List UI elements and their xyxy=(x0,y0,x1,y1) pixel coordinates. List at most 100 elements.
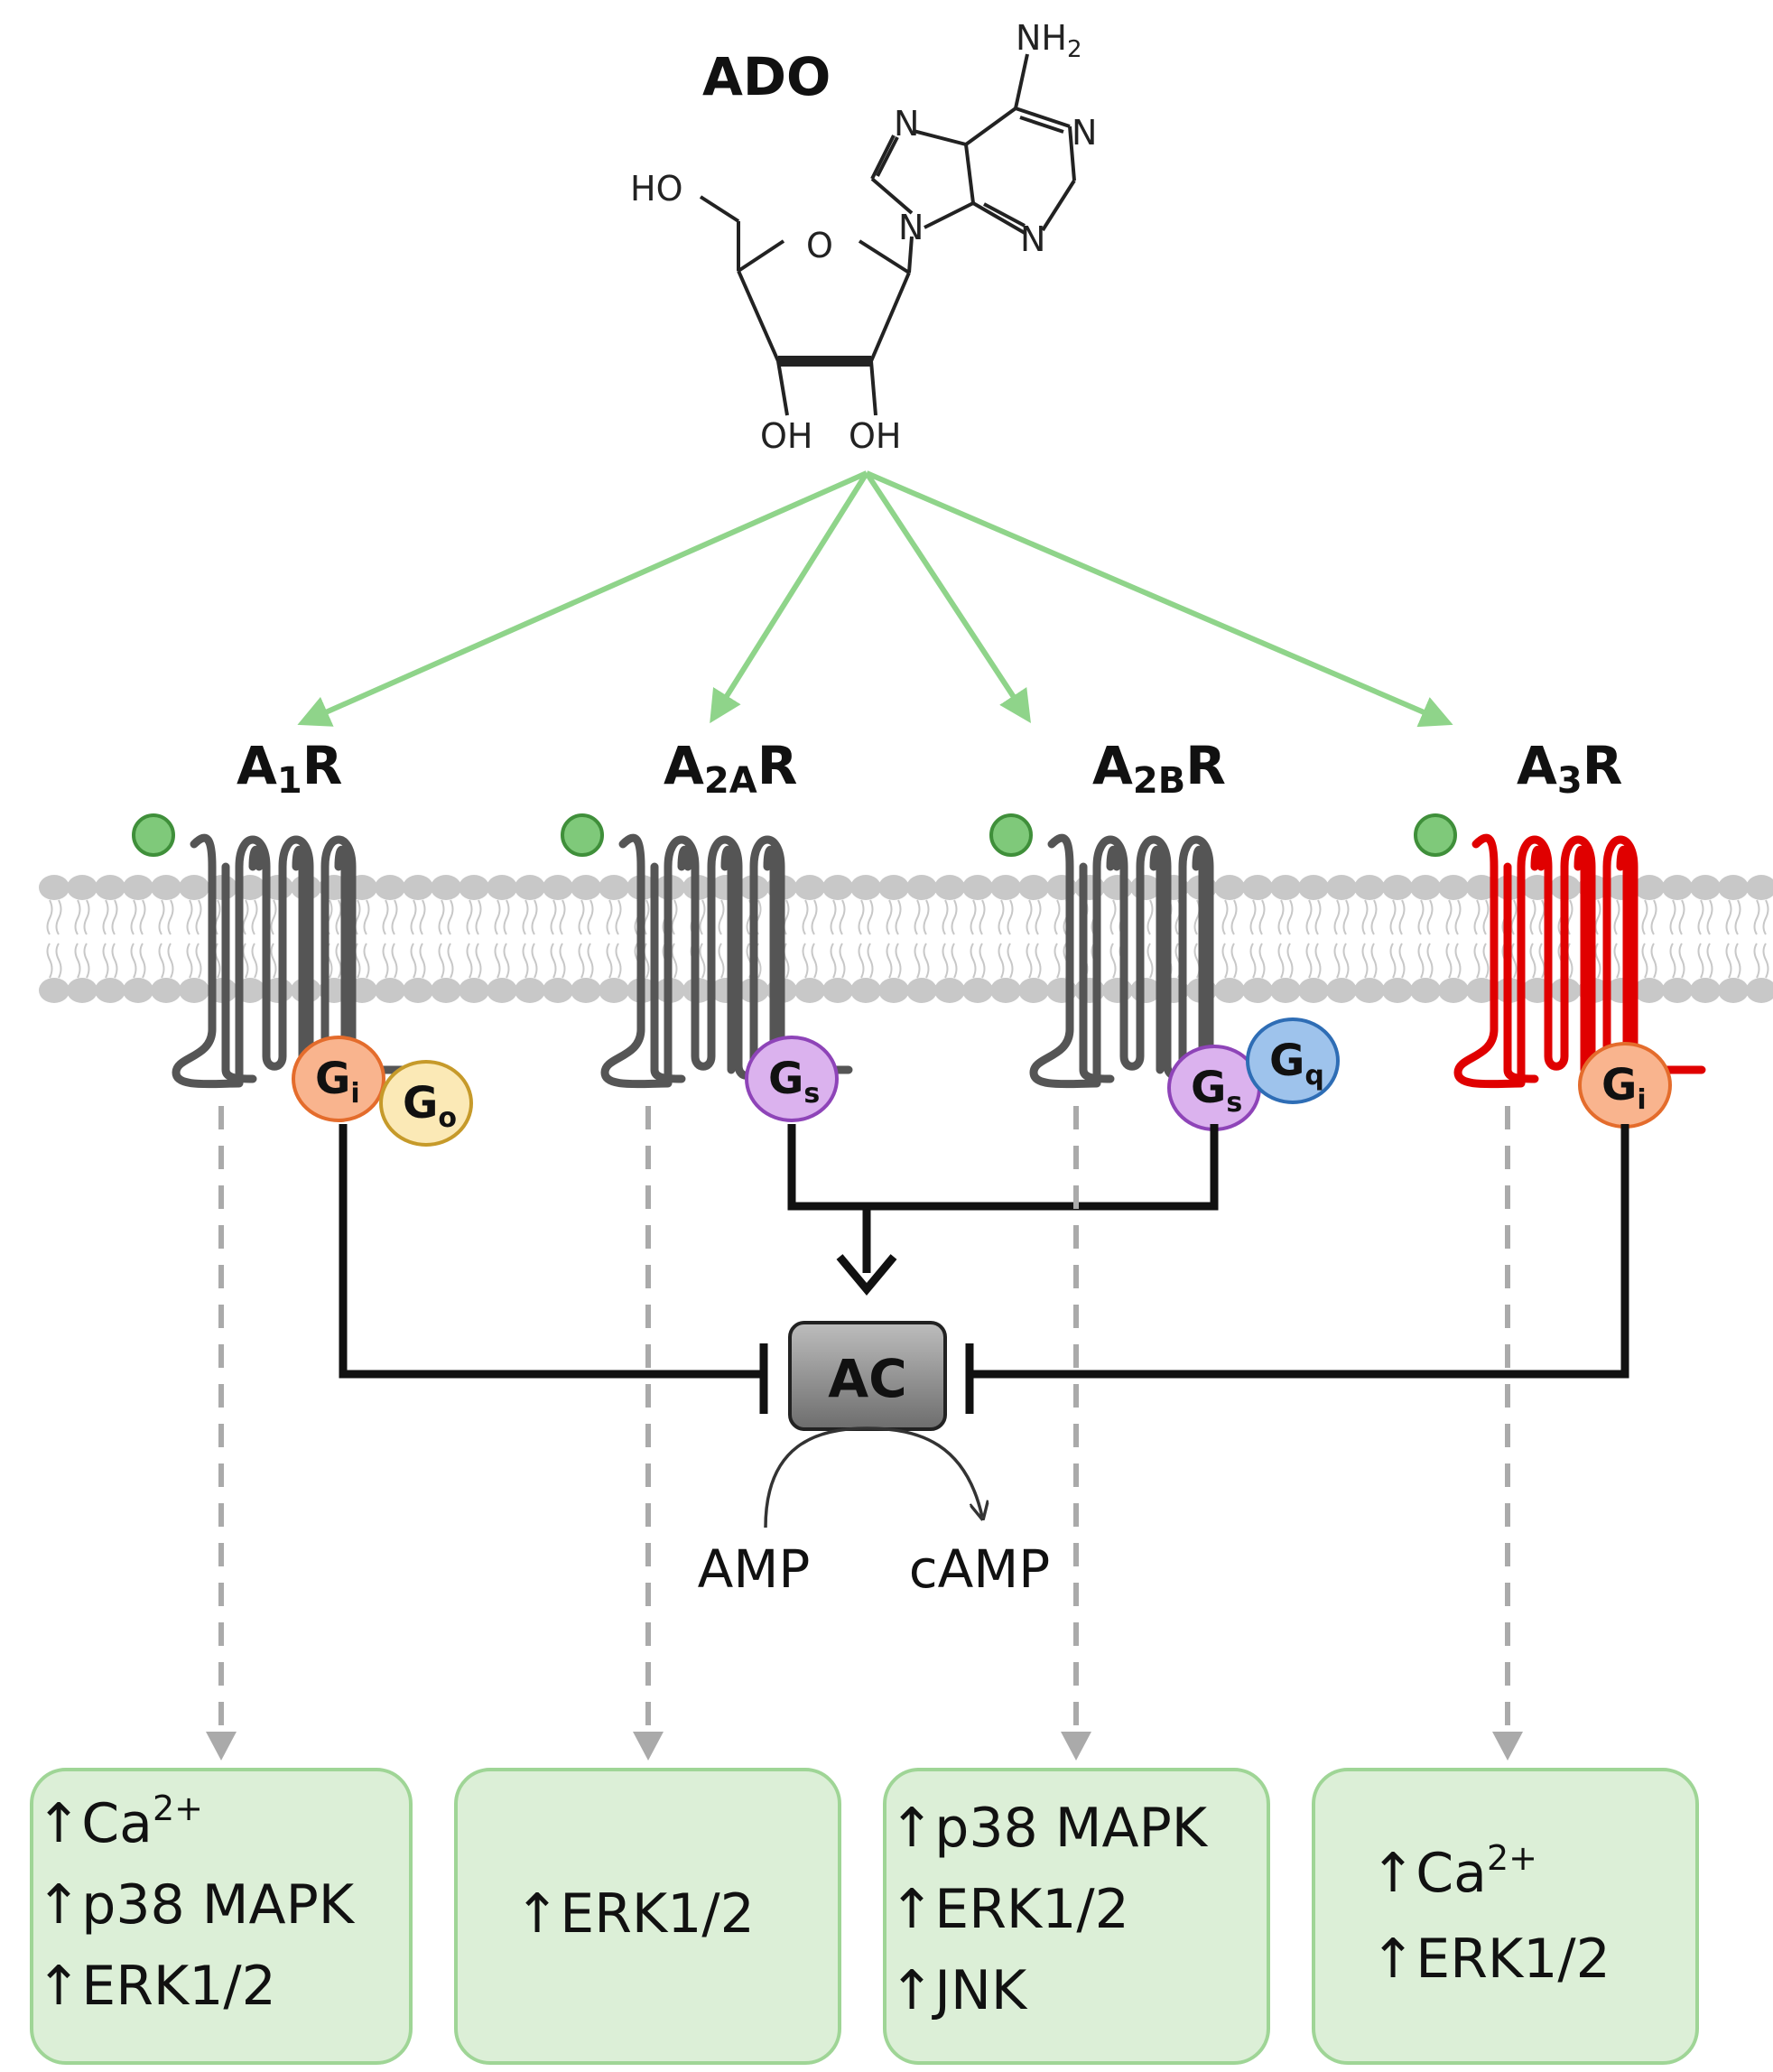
lipid-tail xyxy=(1473,943,1481,979)
lipid-tail xyxy=(335,899,342,935)
lipid-head xyxy=(990,875,1021,900)
lipid-tail xyxy=(531,943,538,979)
lipid-tail xyxy=(438,943,445,979)
lipid-head xyxy=(599,875,629,900)
lipid-head xyxy=(878,875,909,900)
lipid-tail xyxy=(111,943,118,979)
lipid-tail xyxy=(522,899,529,935)
lipid-head xyxy=(906,978,937,1003)
lipid-tail xyxy=(1026,899,1033,935)
lipid-tail xyxy=(447,899,454,935)
lipid-tail xyxy=(1221,899,1229,935)
lipid-head xyxy=(123,875,153,900)
lipid-tail xyxy=(74,899,81,935)
lipid-tail xyxy=(102,943,109,979)
lipid-head xyxy=(571,875,601,900)
lipid-head xyxy=(794,978,825,1003)
lipid-tail xyxy=(419,943,426,979)
lipid-tail xyxy=(858,943,865,979)
lipid-tail xyxy=(867,943,874,979)
lipid-tail xyxy=(1641,899,1648,935)
g-protein-shape xyxy=(379,1060,473,1147)
receptor-body xyxy=(600,833,853,1089)
lipid-tail xyxy=(718,943,725,979)
g-protein-shape xyxy=(745,1036,839,1122)
lipid-tail xyxy=(1249,899,1257,935)
lipid-head xyxy=(515,978,545,1003)
lipid-tail xyxy=(979,943,986,979)
outcome-box-shape xyxy=(30,1768,413,2065)
lipid-head xyxy=(1466,875,1497,900)
lipid-tail xyxy=(1305,943,1313,979)
lipid-tail xyxy=(1398,943,1406,979)
lipid-tail xyxy=(1146,899,1154,935)
lipid-tail xyxy=(1529,899,1536,935)
lipid-tail xyxy=(46,943,53,979)
lipid-head xyxy=(1718,978,1749,1003)
ac-label: AC xyxy=(828,1348,906,1409)
lipid-head xyxy=(1326,875,1357,900)
lipid-tail xyxy=(1678,899,1685,935)
g-protein-label: Gs xyxy=(768,1054,820,1110)
lipid-head xyxy=(1018,875,1049,900)
lipid-tail xyxy=(895,943,902,979)
lipid-tail xyxy=(1221,943,1229,979)
lipid-head xyxy=(1690,875,1721,900)
lipid-head xyxy=(1214,875,1245,900)
g-protein-Gs: Gs xyxy=(1167,1045,1261,1131)
lipid-tail xyxy=(102,899,109,935)
lipid-tail xyxy=(1333,943,1341,979)
lipid-head xyxy=(67,875,97,900)
lipid-head xyxy=(1242,978,1273,1003)
lipid-head xyxy=(1382,875,1413,900)
lipid-head xyxy=(39,978,70,1003)
lipid-head xyxy=(543,978,573,1003)
lipid-tail xyxy=(195,899,202,935)
lipid-head xyxy=(1102,978,1133,1003)
lipid-head xyxy=(850,978,881,1003)
lipid-tail xyxy=(494,899,501,935)
lipid-tail xyxy=(167,943,174,979)
outcome-line: ↑ERK1/2 xyxy=(889,1878,1129,1941)
lipid-tail xyxy=(811,943,818,979)
lipid-tail xyxy=(1669,899,1676,935)
lipid-tail xyxy=(242,899,249,935)
outcome-box-0: ↑Ca2+↑p38 MAPK↑ERK1/2 xyxy=(30,1768,413,2065)
g-protein-label: Go xyxy=(403,1078,457,1134)
lipid-tail xyxy=(1230,899,1238,935)
lipid-head xyxy=(934,875,965,900)
lipid-tail xyxy=(1473,899,1481,935)
lipid-head xyxy=(1102,875,1133,900)
downstream-arrowhead-1 xyxy=(633,1732,664,1761)
arrow-to-a1r xyxy=(297,470,868,727)
arrow-to-a3r xyxy=(865,470,1453,728)
lipid-head xyxy=(375,978,405,1003)
lipid-tail xyxy=(1482,943,1490,979)
lipid-tail xyxy=(867,899,874,935)
lipid-tail xyxy=(1054,899,1061,935)
lipid-tail xyxy=(923,899,930,935)
atom-oh-2: OH xyxy=(849,416,901,456)
lipid-tail xyxy=(1426,943,1434,979)
lipid-head xyxy=(431,978,461,1003)
lipid-head xyxy=(1354,978,1385,1003)
lipid-tail xyxy=(1277,943,1285,979)
lipid-tail xyxy=(615,943,622,979)
lipid-tail xyxy=(503,943,510,979)
lipid-tail xyxy=(802,943,809,979)
lipid-tail xyxy=(1706,899,1713,935)
lipid-tail xyxy=(830,899,837,935)
lipid-tail xyxy=(839,899,846,935)
ac-reaction-arc xyxy=(764,1426,982,1528)
lipid-head xyxy=(67,978,97,1003)
glycosylation-site xyxy=(989,813,1033,857)
lipid-tail xyxy=(1426,899,1434,935)
lipid-tail xyxy=(942,899,949,935)
lipid-head xyxy=(487,978,517,1003)
lipid-head xyxy=(431,875,461,900)
gs-stimulation-arrowhead xyxy=(836,1254,897,1296)
lipid-tail xyxy=(1734,943,1741,979)
lipid-tail xyxy=(494,943,501,979)
